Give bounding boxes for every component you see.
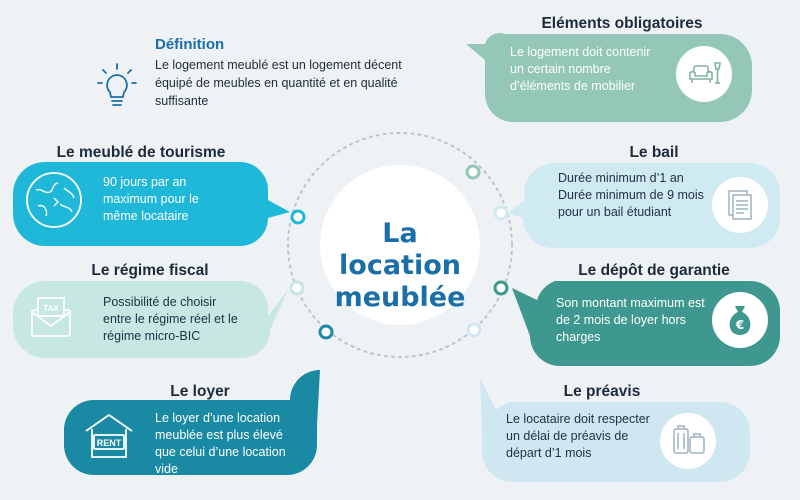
preavis-text: Le locataire doit respecter un délai de … [506, 412, 650, 460]
definition-icon [95, 62, 139, 115]
definition-text: Le logement meublé est un logement décen… [155, 58, 402, 108]
tax-envelope-icon: TAX [24, 290, 78, 344]
svg-text:€: € [735, 318, 744, 332]
svg-text:TAX: TAX [43, 304, 59, 313]
bail-title: Le bail [629, 144, 679, 161]
definition-title: Définition [155, 36, 225, 53]
loyer-title: Le loyer [170, 383, 230, 400]
bail-text: Durée minimum d’1 an Durée minimum de 9 … [558, 171, 704, 219]
fiscal-text: Possibilité de choisir entre le régime r… [103, 295, 238, 343]
elements-text: Le logement doit contenir un certain nom… [510, 45, 651, 93]
globe-icon [24, 170, 84, 230]
money-bag-icon: € [712, 292, 768, 348]
garantie-title: Le dépôt de garantie [578, 262, 730, 279]
preavis-title: Le préavis [563, 383, 641, 400]
tourisme-title: Le meublé de tourisme [56, 144, 226, 161]
elements-title: Eléments obligatoires [541, 15, 703, 32]
rent-sign-icon: RENT [80, 407, 138, 465]
suitcase-icon [660, 413, 716, 469]
garantie-text: Son montant maximum est de 2 mois de loy… [556, 296, 705, 344]
fiscal-title: Le régime fiscal [91, 262, 209, 279]
loyer-text: Le loyer d’une location meublée est plus… [155, 411, 286, 476]
svg-text:RENT: RENT [97, 438, 122, 448]
tourisme-text: 90 jours par an maximum pour le même loc… [103, 175, 199, 223]
connector-dots [289, 164, 509, 340]
document-icon [712, 177, 768, 233]
armchair-lamp-icon [676, 46, 732, 102]
